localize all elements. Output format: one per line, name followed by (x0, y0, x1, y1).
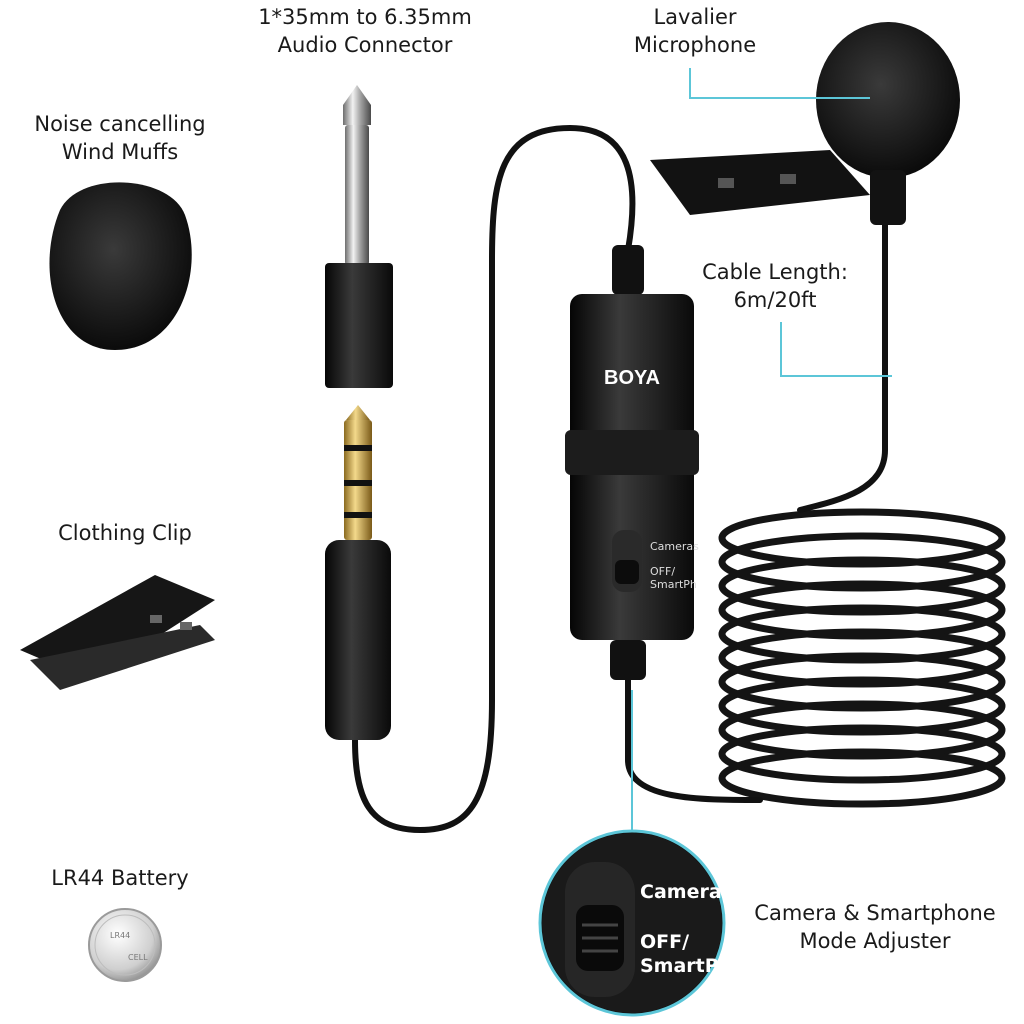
clothing-clip (20, 575, 215, 690)
switch-zoom-inset (538, 829, 726, 1017)
switch-label-top: Cameras (650, 540, 699, 553)
label-battery: LR44 Battery (30, 864, 210, 892)
cable (352, 124, 888, 834)
wind-muff (49, 182, 192, 350)
battery-print-1: LR44 (110, 931, 130, 940)
label-mode-adjuster-line-2: Mode Adjuster (799, 929, 951, 953)
coiled-cable (718, 508, 1006, 808)
brand-logo: BOYA (604, 367, 660, 389)
label-cable-length-line-1: Cable Length: (702, 260, 848, 284)
label-wind-muffs: Noise cancelling Wind Muffs (20, 110, 220, 166)
audio-plug (325, 405, 391, 740)
label-audio-connector-line-2: Audio Connector (277, 33, 453, 57)
zoom-label-top: Cameras (640, 881, 733, 903)
label-audio-connector-line-1: 1*35mm to 6.35mm (258, 5, 472, 29)
label-cable-length: Cable Length: 6m/20ft (685, 258, 865, 314)
label-wind-muffs-line-1: Noise cancelling (34, 112, 206, 136)
switch-label-bottom-2: SmartPh (650, 578, 697, 591)
label-cable-length-line-2: 6m/20ft (733, 288, 817, 312)
battery-print-2: CELL (128, 953, 148, 962)
zoom-label-bottom-2: SmartPh (640, 955, 732, 977)
callout-lines (631, 68, 892, 831)
lr44-battery (88, 908, 162, 982)
label-lavalier-microphone: Lavalier Microphone (610, 3, 780, 59)
zoom-label-bottom-1: OFF/ (640, 931, 689, 953)
switch-label-bottom-1: OFF/ (650, 565, 675, 578)
mic-control-body (565, 245, 699, 680)
audio-connector-adapter (325, 85, 393, 388)
label-wind-muffs-line-2: Wind Muffs (61, 140, 179, 164)
label-mode-adjuster: Camera & Smartphone Mode Adjuster (730, 899, 1020, 955)
label-mode-adjuster-line-1: Camera & Smartphone (754, 901, 996, 925)
label-lavalier-line-2: Microphone (633, 33, 757, 57)
label-battery-text: LR44 Battery (51, 866, 189, 890)
label-clothing-clip: Clothing Clip (35, 519, 215, 547)
lavalier-microphone (650, 22, 960, 225)
label-lavalier-line-1: Lavalier (653, 5, 737, 29)
label-audio-connector: 1*35mm to 6.35mm Audio Connector (240, 3, 490, 59)
label-clothing-clip-text: Clothing Clip (58, 521, 192, 545)
